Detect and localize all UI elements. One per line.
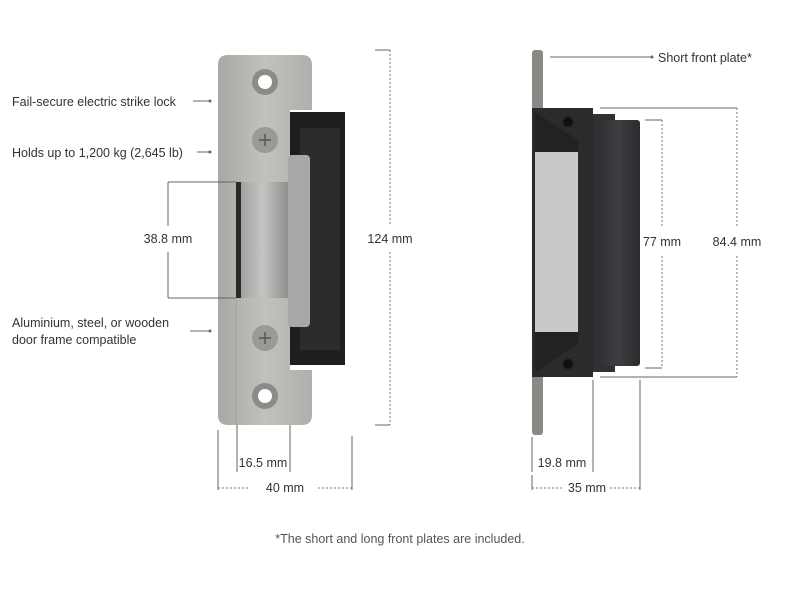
callout-short-plate: Short front plate*	[550, 51, 752, 65]
screw-hole-bottom-icon	[252, 383, 278, 409]
side-window	[535, 152, 578, 332]
callout-fail-secure-text: Fail-secure electric strike lock	[12, 95, 177, 109]
footnote: *The short and long front plates are inc…	[275, 532, 524, 546]
dim-124: 124 mm	[367, 49, 413, 426]
dim-38-8: 38.8 mm	[144, 181, 236, 299]
callout-short-plate-text: Short front plate*	[658, 51, 752, 65]
callout-fail-secure: Fail-secure electric strike lock	[12, 95, 212, 109]
screw-bottom-icon	[252, 325, 278, 351]
dim-84-4-label: 84.4 mm	[713, 235, 762, 249]
side-cylinder	[598, 120, 640, 366]
dim-40-label: 40 mm	[266, 481, 304, 495]
dim-77-label: 77 mm	[643, 235, 681, 249]
dim-19-8-label: 19.8 mm	[538, 456, 587, 470]
front-view	[218, 55, 345, 425]
dim-19-8: 19.8 mm	[531, 380, 594, 472]
dim-124-label: 124 mm	[367, 232, 412, 246]
dim-16-5-label: 16.5 mm	[239, 456, 288, 470]
side-view	[532, 50, 640, 435]
dim-35: 35 mm	[531, 380, 641, 495]
callout-frame: Aluminium, steel, or wooden door frame c…	[12, 316, 212, 347]
dim-84-4: 84.4 mm	[600, 107, 762, 378]
side-hole-bottom-icon	[563, 359, 573, 369]
strike-slot	[236, 182, 289, 298]
screw-hole-top-icon	[252, 69, 278, 95]
keeper	[288, 155, 310, 327]
callout-frame-text-1: Aluminium, steel, or wooden	[12, 316, 169, 330]
dim-35-label: 35 mm	[568, 481, 606, 495]
callout-holds: Holds up to 1,200 kg (2,645 lb)	[12, 146, 212, 160]
callout-holds-text: Holds up to 1,200 kg (2,645 lb)	[12, 146, 183, 160]
dim-16-5: 16.5 mm	[236, 425, 291, 472]
screw-top-icon	[252, 127, 278, 153]
slot-shadow	[236, 182, 241, 298]
side-hole-top-icon	[563, 117, 573, 127]
dim-77: 77 mm	[643, 119, 681, 369]
callout-frame-text-2: door frame compatible	[12, 333, 136, 347]
dim-38-8-label: 38.8 mm	[144, 232, 193, 246]
housing-bevels	[535, 112, 578, 372]
dim-40: 40 mm	[217, 430, 353, 495]
